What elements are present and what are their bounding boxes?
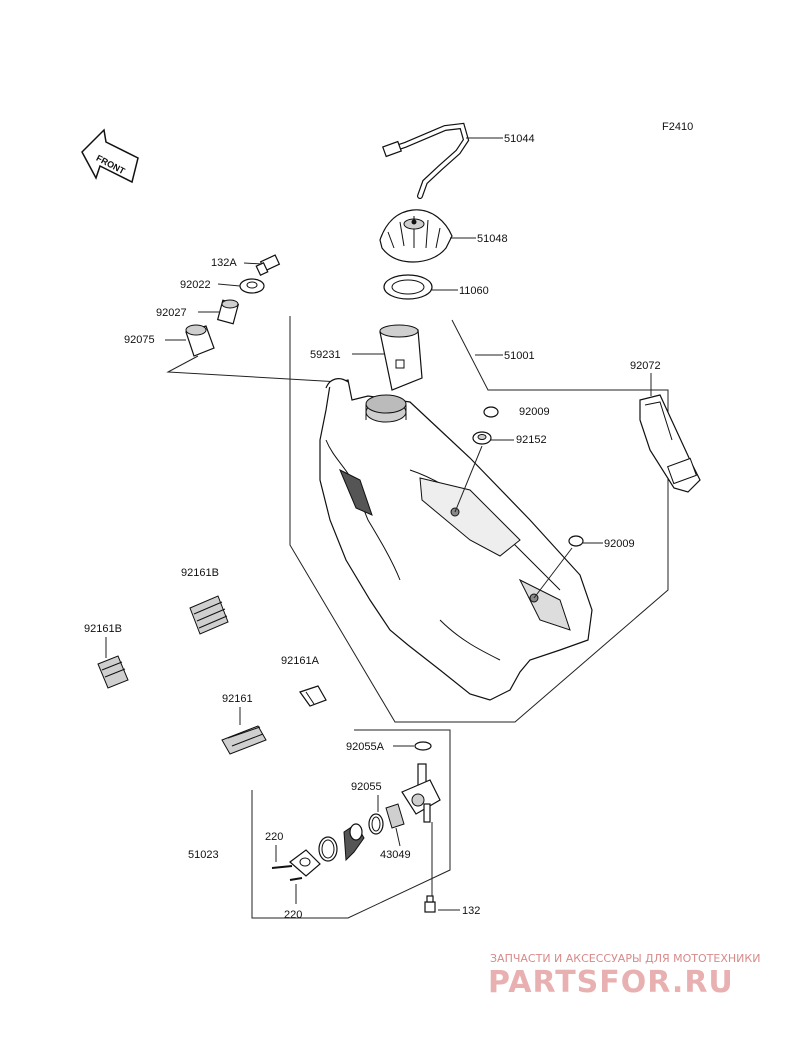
- pad-92161: [221, 725, 267, 755]
- bolt-132: [424, 895, 436, 913]
- screw-220-lower: [289, 877, 303, 881]
- part-label-11060: 11060: [459, 285, 489, 297]
- screw-220-upper: [271, 865, 293, 869]
- fuel-tank: [319, 378, 593, 701]
- part-label-92027: 92027: [156, 307, 187, 319]
- cap-92009-upper: [483, 406, 499, 418]
- part-label-92055: 92055: [351, 781, 382, 793]
- part-label-92152: 92152: [516, 434, 547, 446]
- fuel-cap: [379, 209, 453, 263]
- part-label-132: 132: [462, 905, 480, 917]
- tank-band: [639, 394, 701, 493]
- part-label-220-upper: 220: [265, 831, 283, 843]
- o-ring-92055a: [414, 741, 432, 751]
- part-label-51048: 51048: [477, 233, 508, 245]
- part-label-59231: 59231: [310, 349, 341, 361]
- front-arrow-icon: FRONT: [81, 128, 139, 184]
- cap-92009-lower: [568, 535, 584, 547]
- pad-92161a: [299, 685, 327, 707]
- damper-92075: [185, 324, 215, 357]
- part-label-51023: 51023: [188, 849, 219, 861]
- watermark-tagline: ЗАПЧАСТИ И АКСЕССУАРЫ ДЛЯ МОТОТЕХНИКИ: [490, 952, 760, 965]
- bolt-132a: [255, 254, 281, 277]
- filler-neck: [379, 324, 423, 391]
- plate-220: [289, 849, 321, 877]
- part-label-92022: 92022: [180, 279, 211, 291]
- part-label-92075: 92075: [124, 334, 155, 346]
- o-ring-large: [318, 836, 338, 862]
- fuel-strainer: [343, 823, 365, 862]
- part-label-92072: 92072: [630, 360, 661, 372]
- pad-92161b-lower: [97, 655, 129, 689]
- part-label-92161a: 92161A: [281, 655, 320, 667]
- part-label-92161b-lower: 92161B: [84, 623, 122, 635]
- o-ring-92055: [368, 813, 384, 835]
- part-label-132a: 132A: [211, 257, 237, 269]
- breather-hose: [382, 122, 470, 199]
- figure-code: F2410: [662, 121, 693, 133]
- cap-gasket: [383, 274, 433, 300]
- part-label-51001: 51001: [504, 350, 535, 362]
- part-label-92009-upper: 92009: [519, 406, 550, 418]
- part-label-43049: 43049: [380, 849, 411, 861]
- part-label-51044: 51044: [504, 133, 535, 145]
- part-label-92055a: 92055A: [346, 741, 385, 753]
- fuel-cock: [401, 763, 441, 823]
- collar-92022: [239, 278, 265, 294]
- part-label-220-lower: 220: [284, 909, 302, 921]
- pad-92161b-upper: [189, 595, 229, 635]
- gasket-43049: [385, 803, 405, 829]
- grommet-92152: [472, 431, 492, 445]
- part-label-92161: 92161: [222, 693, 253, 705]
- watermark-logo: PARTSFOR.RU: [488, 965, 734, 1000]
- part-label-92161b-upper: 92161B: [181, 567, 219, 579]
- collar-92027: [216, 299, 240, 325]
- part-label-92009-lower: 92009: [604, 538, 635, 550]
